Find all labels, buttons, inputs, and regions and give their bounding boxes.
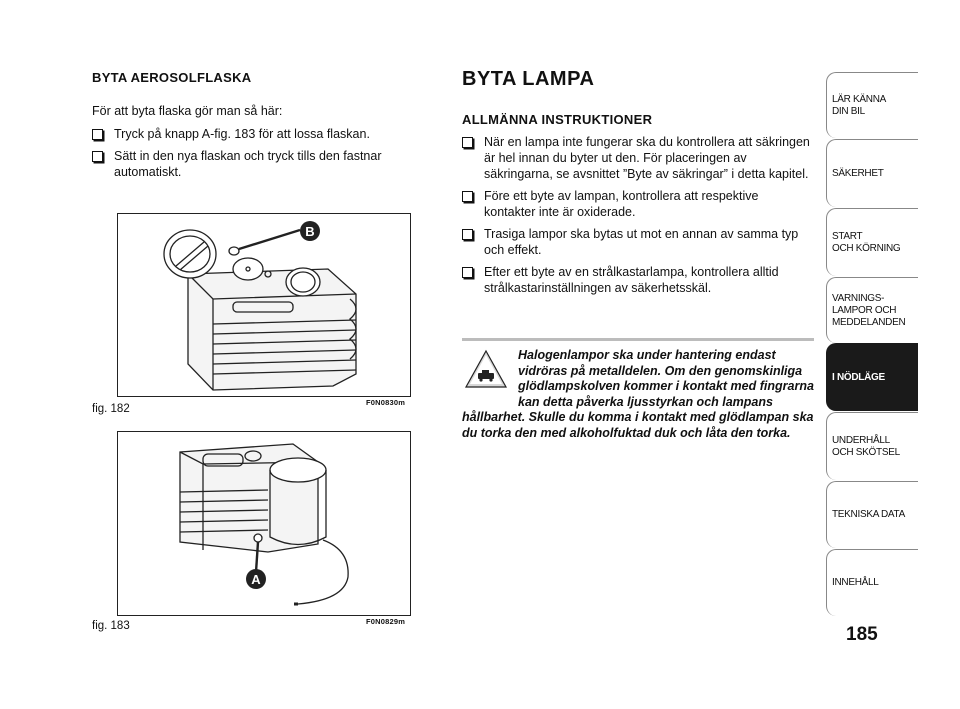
aerosol-instructions-list: Tryck på knapp A-fig. 183 för att lossa … bbox=[92, 126, 432, 186]
tab-start-och-korning[interactable]: START OCH KÖRNING bbox=[826, 208, 918, 276]
list-item: När en lampa inte fungerar ska du kontro… bbox=[462, 134, 812, 182]
figure-182-compressor: B bbox=[117, 213, 411, 397]
section-heading-aerosol: BYTA AEROSOLFLASKA bbox=[92, 70, 252, 85]
checkbox-bullet-icon bbox=[462, 229, 473, 240]
list-item: Trasiga lampor ska bytas ut mot en annan… bbox=[462, 226, 812, 258]
callout-b-marker bbox=[300, 221, 320, 241]
lamp-instructions-list: När en lampa inte fungerar ska du kontro… bbox=[462, 134, 812, 302]
warning-triangle-icon bbox=[464, 349, 508, 388]
section-subheading: ALLMÄNNA INSTRUKTIONER bbox=[462, 112, 653, 127]
tab-i-nodlage[interactable]: I NÖDLÄGE bbox=[826, 343, 918, 411]
list-item: Tryck på knapp A-fig. 183 för att lossa … bbox=[92, 126, 432, 142]
list-item: Före ett byte av lampan, kontrollera att… bbox=[462, 188, 812, 220]
callout-b-label: B bbox=[305, 224, 314, 239]
callout-a-marker bbox=[246, 569, 266, 589]
warning-note: Halogenlampor ska under hantering endast… bbox=[462, 348, 814, 440]
figure-183-code: F0N0829m bbox=[366, 617, 406, 626]
tab-lar-kanna-din-bil[interactable]: LÄR KÄNNA DIN BIL bbox=[826, 72, 918, 138]
intro-text: För att byta flaska gör man så här: bbox=[92, 104, 283, 118]
checkbox-bullet-icon bbox=[92, 129, 103, 140]
list-item: Efter ett byte av en strålkastarlampa, k… bbox=[462, 264, 812, 296]
checkbox-bullet-icon bbox=[92, 151, 103, 162]
list-item: Sätt in den nya flaskan och tryck tills … bbox=[92, 148, 432, 180]
compressor-top-illustration: B bbox=[163, 221, 357, 391]
tab-underhall-och-skotsel[interactable]: UNDERHÅLL OCH SKÖTSEL bbox=[826, 412, 918, 480]
compressor-side-illustration: A bbox=[179, 443, 349, 606]
checkbox-bullet-icon bbox=[462, 267, 473, 278]
checkbox-bullet-icon bbox=[462, 137, 473, 148]
figure-183-caption: fig. 183 bbox=[92, 620, 130, 632]
tab-innehall[interactable]: INNEHÅLL bbox=[826, 549, 918, 616]
tab-varningslampor[interactable]: VARNINGS- LAMPOR OCH MEDDELANDEN bbox=[826, 277, 918, 343]
tab-sakerhet[interactable]: SÄKERHET bbox=[826, 139, 918, 207]
checkbox-bullet-icon bbox=[462, 191, 473, 202]
figure-182-caption: fig. 182 bbox=[92, 403, 130, 415]
tab-tekniska-data[interactable]: TEKNISKA DATA bbox=[826, 481, 918, 548]
figure-182-code: F0N0830m bbox=[366, 398, 406, 407]
callout-a-label: A bbox=[251, 572, 261, 587]
page-number: 185 bbox=[846, 624, 878, 645]
figure-183-compressor: A bbox=[117, 431, 411, 616]
page-title: BYTA LAMPA bbox=[462, 68, 595, 90]
warning-divider bbox=[462, 338, 814, 341]
